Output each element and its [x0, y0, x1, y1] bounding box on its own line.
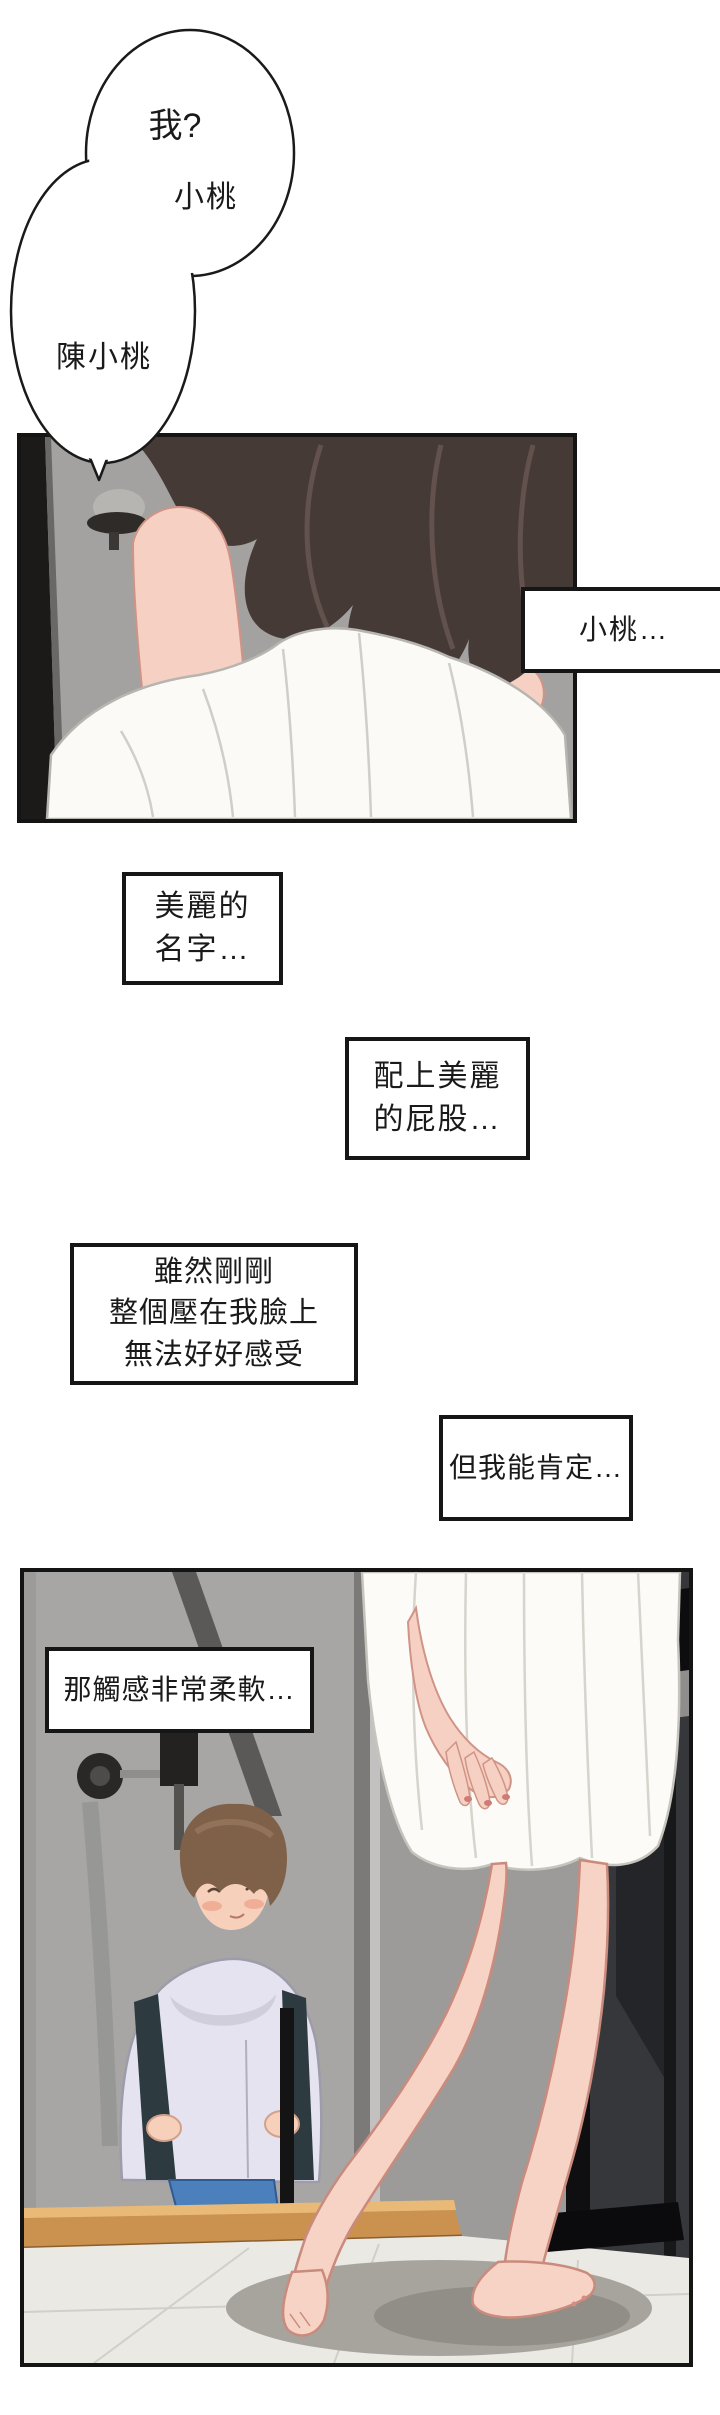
- caption-pressed-line3: 無法好好感受: [123, 1338, 304, 1371]
- caption-beautiful-name-line2: 名字…: [154, 932, 251, 966]
- bubble-1-text-line2: 小桃: [174, 181, 238, 214]
- toe-nail: [581, 2295, 587, 2301]
- woman-hand: [406, 1604, 512, 1810]
- caption-beautiful-name: 美麗的 名字…: [122, 872, 283, 985]
- toe-nail: [571, 2301, 577, 2307]
- caption-but-sure: 但我能肯定…: [439, 1415, 633, 1521]
- front-foot-tiptoe: [281, 2268, 329, 2337]
- white-dress: [45, 627, 573, 819]
- nail: [502, 1794, 510, 1800]
- boy-hand-left: [146, 2114, 182, 2142]
- hood-fold: [170, 1994, 276, 2026]
- mirror-frame-post: [280, 2008, 294, 2218]
- caption-soft-touch: 那觸感非常柔軟…: [45, 1647, 314, 1733]
- caption-beautiful-butt-line1: 配上美麗: [373, 1059, 502, 1093]
- bubble-1-text-line1: 我?: [148, 107, 202, 145]
- bubble-2-text: 陳小桃: [56, 341, 152, 374]
- nail: [484, 1800, 492, 1806]
- blush-right: [244, 1899, 264, 1909]
- caption-beautiful-butt-line2: 的屁股…: [373, 1102, 502, 1136]
- panel-1-art: [21, 437, 573, 819]
- caption-pressed-line1: 雖然剛剛: [153, 1256, 274, 1289]
- shower-head: [87, 489, 147, 550]
- caption-beautiful-butt: 配上美麗 的屁股…: [345, 1037, 530, 1160]
- door-frame-left: [354, 1572, 370, 2228]
- front-toes: [289, 2311, 311, 2329]
- boy-mouth: [229, 1913, 245, 1919]
- caption-soft-touch-text: 那觸感非常柔軟…: [63, 1674, 296, 1706]
- hoodie-zipper: [245, 2039, 249, 2179]
- shower-fixture: [77, 1728, 198, 2147]
- back-foot: [471, 2260, 596, 2319]
- door-frame-edge: [45, 437, 65, 819]
- panel-2-boy-watching: [20, 1568, 693, 2367]
- woman-legs: [281, 1858, 610, 2337]
- boy-hair-highlight: [194, 1819, 275, 1839]
- panel-1-woman-behind: [17, 433, 577, 823]
- caption-pressed-on-face: 雖然剛剛 整個壓在我臉上 無法好好感受: [70, 1243, 358, 1385]
- panel-2-art: [24, 1572, 689, 2363]
- caption-xiaotao: 小桃…: [521, 587, 720, 673]
- woman-skirt: [360, 1572, 682, 1871]
- caption-but-sure-text: 但我能肯定…: [448, 1452, 623, 1484]
- caption-beautiful-name-line1: 美麗的: [154, 889, 251, 923]
- bubble-2-fill: [14, 162, 192, 460]
- caption-pressed-line2: 整個壓在我臉上: [108, 1297, 319, 1330]
- boy-eye-left: [207, 1887, 221, 1893]
- door-frame-light: [370, 1572, 380, 2228]
- blush-left: [202, 1901, 222, 1911]
- caption-xiaotao-text: 小桃…: [578, 614, 669, 646]
- nail: [464, 1796, 472, 1802]
- speech-bubble-group: [9, 28, 296, 482]
